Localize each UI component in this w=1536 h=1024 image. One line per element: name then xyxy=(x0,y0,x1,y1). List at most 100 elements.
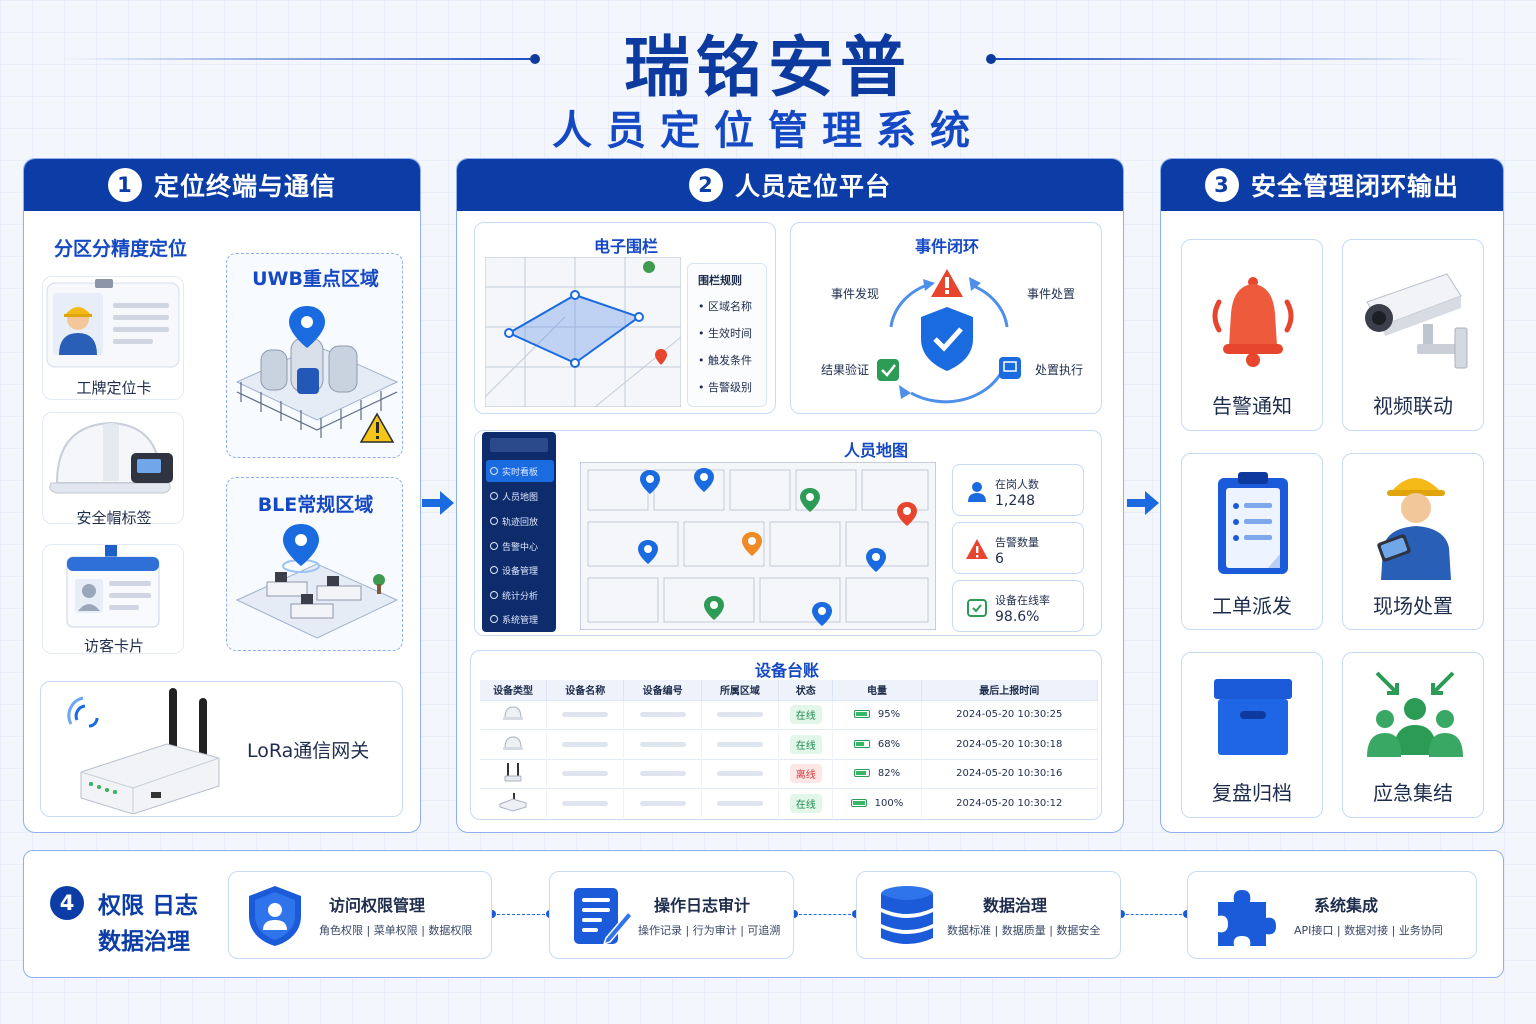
fence-card: 电子围栏 围栏规则 • 区域名称 • 生效时间 • 触发条件 • 告警级别 xyxy=(474,222,776,414)
gov-card-audit[interactable]: 操作日志审计 操作记录 | 行为审计 | 可追溯 xyxy=(549,871,794,959)
gov-title: 访问权限管理 xyxy=(329,896,426,915)
placeholder-bar xyxy=(716,771,763,777)
puzzle-icon xyxy=(1218,890,1276,946)
ble-office-icon xyxy=(235,524,399,639)
output-work-order[interactable]: 工单派发 xyxy=(1181,453,1323,630)
placeholder-bar xyxy=(562,801,609,806)
lora-gateway-icon xyxy=(67,688,220,814)
ledger-header: 设备类型 xyxy=(480,680,548,700)
table-row[interactable]: 离线 82% 2024-05-20 10:30:16 xyxy=(480,758,1099,789)
shield-user-icon xyxy=(249,886,301,946)
menu-item-dashboard[interactable]: 实时看板 xyxy=(490,461,556,481)
device-visitor-card: 访客卡片 xyxy=(42,544,184,655)
menu-item-track[interactable]: 轨迹回放 xyxy=(490,511,556,531)
ledger-header: 最后上报时间 xyxy=(921,680,1099,700)
section-number-badge: 3 xyxy=(1204,168,1239,202)
log-document-icon xyxy=(574,888,634,946)
device-type-cell xyxy=(480,699,548,730)
page-title: 瑞铭安普 xyxy=(624,29,912,106)
stat-value: 6 xyxy=(995,551,1004,567)
connector-line xyxy=(492,914,550,915)
uwb-zone-title: UWB重点区域 xyxy=(252,268,379,290)
menu-item-system[interactable]: 系统管理 xyxy=(490,609,556,629)
table-row[interactable]: 在线 95% 2024-05-20 10:30:25 xyxy=(480,699,1099,730)
event-step-label: 结果验证 xyxy=(821,363,870,377)
lora-gateway-card: LoRa通信网关 xyxy=(40,681,403,817)
placeholder-bar xyxy=(639,771,686,777)
gov-card-integration[interactable]: 系统集成 API接口 | 数据对接 | 业务协同 xyxy=(1187,871,1477,959)
alert-icon xyxy=(966,539,988,559)
gov-title: 操作日志审计 xyxy=(654,896,751,915)
gov-card-data-governance[interactable]: 数据治理 数据标准 | 数据质量 | 数据安全 xyxy=(856,871,1121,959)
ledger-header: 状态 xyxy=(778,680,834,700)
menu-item-alarm[interactable]: 告警中心 xyxy=(490,536,556,556)
table-row[interactable]: 在线 100% 2024-05-20 10:30:12 xyxy=(480,788,1099,818)
output-archive[interactable]: 复盘归档 xyxy=(1181,652,1323,818)
connector-dot xyxy=(488,910,496,918)
placeholder-bar xyxy=(716,712,763,718)
device-online-icon xyxy=(967,599,987,617)
fence-rule-item: • 区域名称 xyxy=(698,300,752,313)
battery-value: 68% xyxy=(877,738,901,750)
menu-item-device[interactable]: 设备管理 xyxy=(490,560,556,580)
section-output-header: 3 安全管理闭环输出 xyxy=(1161,159,1503,211)
output-video-link[interactable]: 视频联动 xyxy=(1342,239,1484,431)
title-deco-line-left xyxy=(60,58,530,60)
report-time: 2024-05-20 10:30:18 xyxy=(921,729,1099,759)
event-step-label: 处置执行 xyxy=(1035,363,1084,377)
output-field-handling[interactable]: 现场处置 xyxy=(1342,453,1484,630)
lora-gateway-label: LoRa通信网关 xyxy=(247,740,370,762)
stat-label: 告警数量 xyxy=(995,536,1039,549)
stat-card-online-rate: 设备在线率 98.6% xyxy=(952,580,1084,632)
alarm-bell-icon xyxy=(1212,277,1294,367)
battery-icon xyxy=(853,710,870,719)
device-label: 安全帽标签 xyxy=(76,509,152,527)
placeholder-bar xyxy=(639,712,686,718)
device-ledger-title: 设备台账 xyxy=(754,661,819,680)
device-badge-card: 工牌定位卡 xyxy=(42,276,184,400)
assembly-group-icon xyxy=(1367,671,1463,757)
antenna-small-icon xyxy=(504,763,522,782)
personnel-floor-map xyxy=(580,462,936,630)
section-output-title: 安全管理闭环输出 xyxy=(1250,172,1459,201)
flow-arrow-icon xyxy=(1127,491,1159,515)
placeholder-bar xyxy=(716,741,763,747)
gov-subtitle: 数据标准 | 数据质量 | 数据安全 xyxy=(947,924,1101,937)
page-subtitle: 人员定位管理系统 xyxy=(552,108,984,154)
ledger-header: 设备编号 xyxy=(623,680,702,700)
flow-arrow-icon xyxy=(422,491,454,515)
output-emergency-assembly[interactable]: 应急集结 xyxy=(1342,652,1484,818)
stat-value: 1,248 xyxy=(995,493,1036,509)
event-step-label: 事件处置 xyxy=(1027,287,1076,301)
gov-subtitle: 角色权限 | 菜单权限 | 数据权限 xyxy=(319,924,473,937)
output-label: 工单派发 xyxy=(1212,594,1292,618)
battery-icon xyxy=(853,739,870,748)
menu-item-stats[interactable]: 统计分析 xyxy=(490,585,556,605)
menu-active-highlight xyxy=(486,460,554,482)
person-icon xyxy=(968,482,986,502)
title-deco-dot-right xyxy=(986,54,996,64)
section-governance-title-line1: 权限 日志 xyxy=(98,893,199,919)
ledger-header: 所属区域 xyxy=(701,680,780,700)
status-badge: 在线 xyxy=(789,734,822,754)
report-time: 2024-05-20 10:30:12 xyxy=(921,788,1099,818)
fence-floorplan xyxy=(485,257,681,407)
table-row[interactable]: 在线 68% 2024-05-20 10:30:18 xyxy=(480,729,1099,759)
placeholder-bar xyxy=(639,741,686,747)
output-label: 应急集结 xyxy=(1373,781,1453,805)
archive-box-icon xyxy=(1214,679,1292,755)
ble-zone-title: BLE常规区域 xyxy=(257,494,374,516)
battery-icon xyxy=(853,769,870,778)
title-deco-dot-left xyxy=(530,54,540,64)
status-badge: 在线 xyxy=(789,705,822,725)
placeholder-bar xyxy=(562,771,609,777)
menu-item-map[interactable]: 人员地图 xyxy=(490,486,556,506)
section-platform-header: 2 人员定位平台 xyxy=(457,159,1123,211)
field-worker-icon xyxy=(1377,478,1451,580)
placeholder-bar xyxy=(716,801,763,806)
gov-card-access[interactable]: 访问权限管理 角色权限 | 菜单权限 | 数据权限 xyxy=(228,871,492,959)
output-alarm-notify[interactable]: 告警通知 xyxy=(1181,239,1323,431)
connector-line xyxy=(1121,914,1187,915)
connector-dot xyxy=(790,910,798,918)
battery-icon xyxy=(850,799,867,807)
